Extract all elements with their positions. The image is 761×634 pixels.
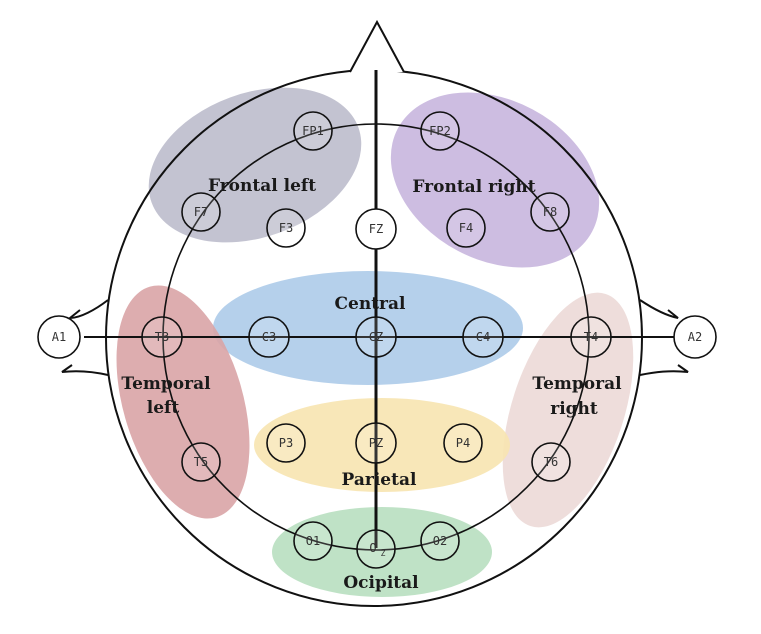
svg-text:T3: T3 [155,330,169,344]
electrode-c3[interactable]: C3 [248,316,290,358]
svg-text:O2: O2 [433,534,447,548]
label-central: Central [335,294,407,314]
region-occipital [272,507,492,597]
electrode-c4[interactable]: C4 [462,316,504,358]
electrode-f4[interactable]: F4 [446,208,486,248]
svg-text:C3: C3 [262,330,276,344]
svg-text:F8: F8 [543,205,557,219]
electrode-o2[interactable]: O2 [420,521,460,561]
electrode-fp1[interactable]: FP1 [293,111,333,151]
svg-text:O: O [369,541,376,555]
electrode-a1[interactable]: A1 [37,315,81,359]
region-frontal-right [390,92,600,268]
label-temporal-left-line1: Temporal [121,374,211,394]
svg-text:Z: Z [381,549,386,558]
electrode-o1[interactable]: O1 [293,521,333,561]
svg-text:F7: F7 [194,205,208,219]
electrode-fz[interactable]: FZ [355,208,397,250]
svg-text:FZ: FZ [369,222,383,236]
electrode-t3[interactable]: T3 [141,316,183,358]
svg-text:C4: C4 [476,330,490,344]
label-occipital: Ocipital [343,573,419,593]
label-frontal-right: Frontal right [412,177,535,197]
electrode-cz[interactable]: CZ [355,316,397,358]
region-shapes [116,87,634,597]
label-frontal-left: Frontal left [208,176,316,196]
svg-text:T4: T4 [584,330,598,344]
electrode-t5[interactable]: T5 [181,442,221,482]
svg-text:CZ: CZ [369,330,383,344]
electrode-fp2[interactable]: FP2 [420,111,460,151]
region-temporal-right [502,292,634,528]
electrode-f7[interactable]: F7 [181,192,221,232]
label-temporal-right-line2: right [550,399,598,419]
svg-text:FP1: FP1 [302,124,324,138]
electrode-t6[interactable]: T6 [531,442,571,482]
right-ear [639,299,689,376]
label-temporal-left-line2: left [147,398,180,418]
electrode-pz[interactable]: PZ [355,422,397,464]
region-frontal-left [148,87,362,243]
region-central [213,271,523,385]
electrode-t4[interactable]: T4 [570,316,612,358]
nose [349,19,405,73]
region-labels: Frontal left Frontal right Central Tempo… [121,176,622,593]
svg-text:F4: F4 [459,221,473,235]
svg-text:FP2: FP2 [429,124,451,138]
svg-text:A1: A1 [52,330,66,344]
electrode-f8[interactable]: F8 [530,192,570,232]
electrode-p4[interactable]: P4 [443,423,483,463]
svg-text:O1: O1 [306,534,320,548]
left-ear [61,299,109,376]
svg-text:P4: P4 [456,436,470,450]
label-parietal: Parietal [342,470,417,490]
electrode-a2[interactable]: A2 [673,315,717,359]
electrodes: FP1 FP2 F7 F3 FZ F4 F8 A1 T3 C3 CZ C4 T4… [37,111,717,569]
svg-text:T6: T6 [544,455,558,469]
svg-text:T5: T5 [194,455,208,469]
svg-text:PZ: PZ [369,436,383,450]
region-parietal [254,398,510,492]
electrode-f3[interactable]: F3 [266,208,306,248]
label-temporal-right-line1: Temporal [532,374,622,394]
electrode-p3[interactable]: P3 [266,423,306,463]
svg-text:F3: F3 [279,221,293,235]
svg-text:A2: A2 [688,330,702,344]
region-temporal-left [116,285,250,519]
connection-lines [84,70,680,551]
svg-text:P3: P3 [279,436,293,450]
